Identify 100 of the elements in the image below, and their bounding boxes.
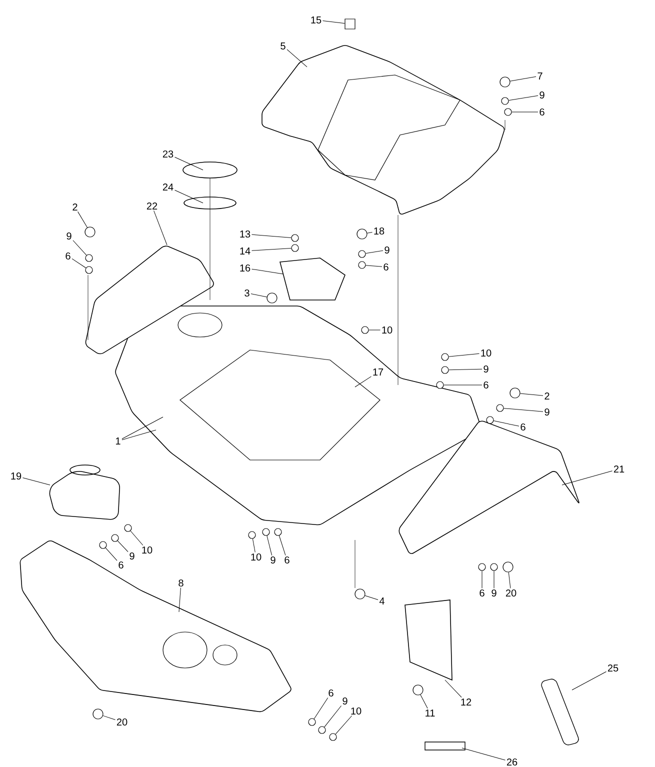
bolt-head: [92, 708, 104, 720]
leader-line: [252, 538, 256, 553]
leader-line: [252, 248, 292, 251]
callout-number: 9: [130, 552, 134, 560]
leader-line: [174, 190, 204, 204]
leader-line: [322, 20, 345, 24]
clip: [344, 18, 356, 30]
leader-line: [130, 530, 144, 546]
washer: [318, 726, 326, 734]
leader-line: [444, 384, 482, 386]
bolt-head: [354, 588, 366, 600]
leader-line: [448, 353, 480, 357]
callout-number: 2: [544, 392, 550, 400]
bolt-head: [500, 76, 510, 88]
callout-number: 9: [384, 246, 390, 254]
callout-number: 6: [384, 263, 388, 271]
washer: [501, 97, 509, 105]
bolt-head: [84, 226, 96, 238]
washer: [358, 250, 366, 258]
leader-line: [493, 420, 520, 426]
washer: [291, 244, 299, 252]
washer: [274, 528, 282, 536]
callout-number: 8: [178, 579, 184, 587]
callout-number: 13: [240, 230, 250, 238]
callout-number: 3: [244, 289, 250, 297]
callout-number: 14: [240, 248, 250, 254]
callout-number: 12: [461, 698, 472, 706]
bolt-head: [266, 292, 278, 304]
leader-line: [444, 680, 462, 698]
leader-line: [572, 671, 606, 690]
callout-number: 6: [480, 589, 484, 597]
washer: [248, 531, 256, 539]
callout-number: 6: [284, 556, 290, 564]
leader-line: [22, 478, 50, 486]
washer: [329, 733, 337, 741]
leader-line: [154, 210, 168, 246]
washer: [85, 254, 93, 262]
callout-number: 9: [492, 589, 496, 597]
callout-number: 19: [11, 472, 22, 480]
leader-line: [364, 595, 378, 600]
washer: [436, 381, 444, 389]
callout-number: 10: [142, 546, 152, 554]
leader-line: [324, 706, 342, 728]
washer: [486, 416, 494, 424]
callout-number: 9: [540, 91, 544, 99]
washer: [478, 563, 486, 571]
leader-line: [448, 368, 482, 370]
callout-number: 6: [66, 252, 70, 260]
leader-line: [102, 715, 116, 720]
leader-line: [420, 694, 428, 709]
leader-line: [178, 588, 181, 612]
callout-number: 23: [162, 150, 174, 158]
washer: [490, 563, 498, 571]
washer: [262, 528, 270, 536]
washer: [504, 108, 512, 116]
callout-number: 9: [484, 365, 488, 373]
callout-number: 9: [342, 697, 348, 705]
leader-line: [252, 268, 284, 274]
callout-number: 6: [520, 423, 526, 431]
leader-line: [508, 572, 511, 589]
leader-line: [105, 548, 118, 561]
callout-number: 10: [481, 349, 492, 357]
callout-number: 4: [379, 598, 384, 604]
callout-number: 20: [506, 589, 516, 597]
callout-number: 21: [614, 466, 624, 472]
callout-number: 20: [116, 718, 128, 726]
leader-line: [508, 95, 538, 101]
callout-number: 6: [484, 381, 488, 389]
washer: [358, 261, 366, 269]
callout-number: 10: [382, 326, 392, 334]
callout-number: 1: [116, 438, 120, 444]
callout-number: 22: [146, 202, 158, 210]
bolt-head: [356, 228, 368, 240]
callout-number: 18: [374, 227, 384, 235]
leader-line: [286, 49, 308, 68]
leader-line: [122, 416, 164, 440]
leader-line: [354, 376, 372, 388]
washer: [441, 353, 449, 361]
callout-number: 5: [280, 42, 286, 50]
leader-line: [366, 250, 384, 254]
leader-line: [562, 470, 612, 486]
callout-number: 6: [328, 689, 334, 697]
leader-line: [462, 748, 506, 760]
leader-line: [278, 535, 286, 556]
leader-line: [266, 535, 272, 556]
callout-number: 7: [538, 72, 542, 80]
callout-number: 2: [72, 204, 78, 210]
washer: [441, 366, 449, 374]
callout-number: 9: [66, 232, 72, 240]
leader-line: [314, 698, 328, 720]
washer: [124, 524, 132, 532]
callout-number: 17: [373, 368, 384, 376]
washer: [308, 718, 316, 726]
leader-line: [366, 265, 382, 267]
leader-line: [72, 258, 86, 268]
leader-line: [510, 76, 536, 82]
bolt-head: [510, 388, 520, 398]
washer: [291, 234, 299, 242]
leader-line: [117, 540, 128, 552]
bolt-head: [412, 684, 424, 696]
